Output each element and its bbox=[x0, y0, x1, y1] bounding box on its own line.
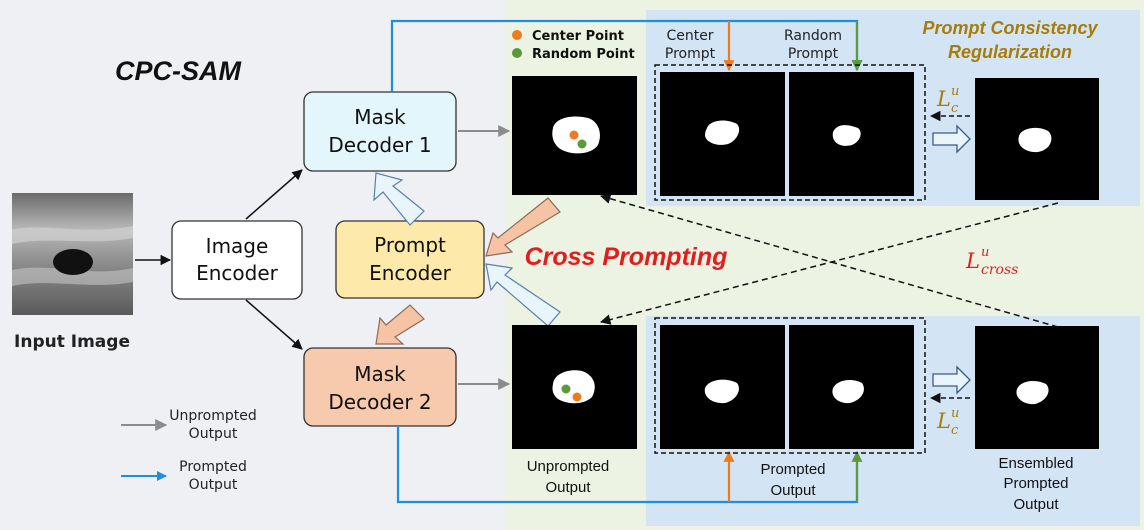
ensemble-block-arrow-top bbox=[932, 124, 971, 154]
svg-text:Mask: Mask bbox=[354, 105, 406, 129]
unprompted-output-caption-line2: Output bbox=[545, 479, 591, 496]
mask-decoder-1-block: Mask Decoder 1 bbox=[303, 91, 457, 172]
legend-prompted-label-line2: Output bbox=[189, 477, 238, 493]
consistency-loss-top-label: L u c bbox=[936, 84, 959, 116]
ensembled-output-caption: Ensembled bbox=[998, 455, 1073, 472]
svg-text:Decoder 1: Decoder 1 bbox=[328, 133, 431, 157]
page-title: CPC-SAM bbox=[115, 56, 242, 86]
unprompted-output-2-image bbox=[512, 325, 637, 449]
ensembled-output-top-image bbox=[975, 78, 1099, 200]
prompted-output-frame-bottom bbox=[654, 317, 926, 454]
random-point-dot bbox=[512, 48, 522, 58]
prompt-encoder-block: Prompt Encoder bbox=[335, 220, 485, 299]
svg-text:Image: Image bbox=[206, 234, 269, 258]
svg-text:c: c bbox=[951, 423, 959, 438]
cross-prompt-from-output2-arrow bbox=[485, 263, 561, 327]
prompt-to-decoder1-arrow bbox=[373, 172, 425, 226]
input-image-label: Input Image bbox=[14, 332, 130, 352]
svg-text:Encoder: Encoder bbox=[369, 261, 452, 285]
ensembled-output-caption-line2: Prompted bbox=[1003, 475, 1068, 492]
cross-prompting-label: Cross Prompting bbox=[525, 243, 728, 271]
svg-text:u: u bbox=[951, 406, 959, 421]
random-point-label: Random Point bbox=[532, 47, 635, 62]
random-prompt-label-line2: Prompt bbox=[788, 46, 839, 62]
unprompted-output-caption: Unprompted bbox=[527, 458, 610, 475]
prompted-output-frame-top bbox=[654, 64, 926, 201]
ensembled-output-bottom-image bbox=[975, 326, 1099, 449]
ensemble-block-arrow-bottom bbox=[932, 365, 971, 395]
svg-text:Prompt: Prompt bbox=[374, 233, 446, 257]
svg-text:Mask: Mask bbox=[354, 362, 406, 386]
input-image bbox=[12, 193, 133, 315]
center-prompt-label: Center bbox=[666, 28, 713, 44]
svg-text:Decoder 2: Decoder 2 bbox=[328, 390, 431, 414]
random-prompt-label: Random bbox=[784, 28, 842, 44]
svg-text:u: u bbox=[981, 245, 989, 260]
legend-unprompted-label: Unprompted bbox=[169, 408, 257, 424]
mask-decoder-2-block: Mask Decoder 2 bbox=[303, 347, 457, 427]
prompted-output-random-top-image bbox=[789, 72, 914, 196]
cross-prompt-from-output1-arrow bbox=[485, 197, 561, 257]
svg-text:cross: cross bbox=[981, 262, 1018, 278]
ensembled-output-caption-line3: Output bbox=[1013, 496, 1059, 513]
prompted-output-center-bottom-image bbox=[660, 325, 785, 449]
encoder-to-decoder1-arrow bbox=[245, 169, 303, 220]
center-prompt-label-line2: Prompt bbox=[665, 46, 716, 62]
pcr-title-line2: Regularization bbox=[948, 42, 1072, 62]
svg-text:L: L bbox=[936, 87, 951, 111]
prompt-to-decoder2-arrow bbox=[375, 304, 425, 345]
center-point-label: Center Point bbox=[532, 29, 624, 44]
center-point-dot bbox=[512, 30, 522, 40]
cross-loss-label: L u cross bbox=[965, 245, 1018, 278]
image-encoder-block: Image Encoder bbox=[171, 220, 303, 300]
legend-unprompted-label-line2: Output bbox=[189, 426, 238, 442]
svg-text:L: L bbox=[936, 409, 951, 433]
svg-text:L: L bbox=[965, 249, 980, 273]
svg-text:u: u bbox=[951, 84, 959, 99]
svg-text:c: c bbox=[951, 101, 959, 116]
prompted-output-caption-line2: Output bbox=[770, 482, 816, 499]
prompted-output-random-bottom-image bbox=[789, 325, 914, 449]
cross-dashed-arrow-to-bottom bbox=[599, 202, 1059, 325]
pcr-title: Prompt Consistency bbox=[922, 18, 1098, 38]
legend-prompted-label: Prompted bbox=[179, 459, 247, 475]
consistency-loss-bottom-label: L u c bbox=[936, 406, 959, 438]
svg-text:Encoder: Encoder bbox=[196, 261, 279, 285]
unprompted-output-1-image bbox=[512, 76, 637, 195]
encoder-to-decoder2-arrow bbox=[245, 299, 303, 350]
prompted-output-center-top-image bbox=[660, 72, 785, 196]
prompted-output-caption: Prompted bbox=[760, 461, 825, 478]
